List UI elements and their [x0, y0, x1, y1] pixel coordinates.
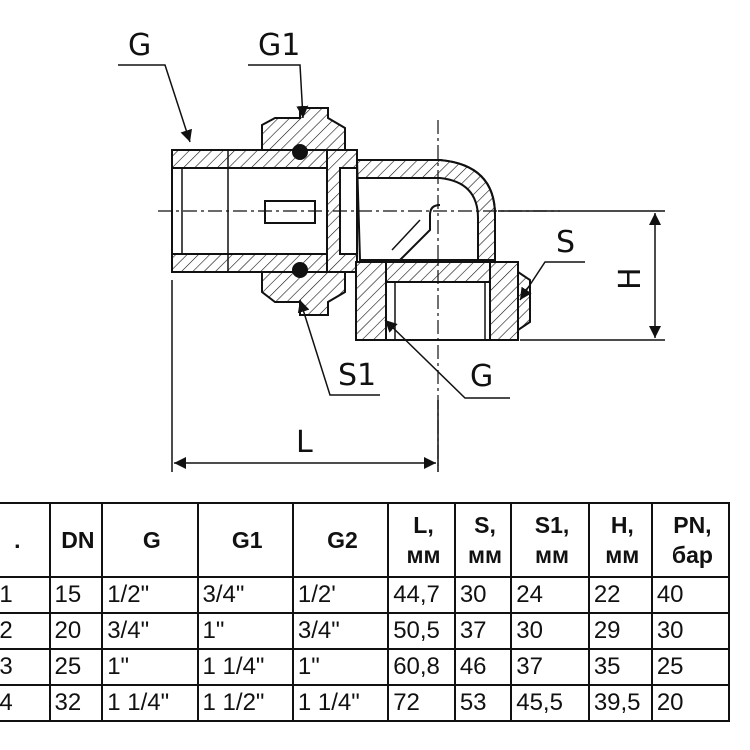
- table-cell: 40: [650, 576, 731, 614]
- label-s1-bottom: S1: [338, 358, 376, 393]
- table-cell: 3/4": [196, 576, 294, 614]
- table-cell: 20: [650, 684, 731, 722]
- column-header: G: [101, 502, 199, 578]
- table-cell: 30: [510, 612, 590, 650]
- table-cell: 25: [650, 648, 731, 686]
- label-h-dim: H: [613, 267, 648, 290]
- column-header: DN: [48, 502, 104, 578]
- table-cell: 25: [48, 648, 104, 686]
- table-cell: 37: [453, 612, 513, 650]
- table-body: 01151/2"3/4"1/2'44,73024224002203/4"1"3/…: [0, 576, 731, 722]
- column-header-unit: мм: [468, 542, 503, 568]
- table-cell: 29: [587, 612, 653, 650]
- table-cell: 1/2': [291, 576, 390, 614]
- column-header: S, мм: [453, 502, 513, 578]
- fitting-body: [171, 107, 531, 341]
- table-cell: 3/4": [101, 612, 199, 650]
- column-header: L, мм: [387, 502, 456, 578]
- column-header-unit: мм: [535, 542, 570, 568]
- column-header-unit: мм: [406, 542, 441, 568]
- label-l-dim: L: [296, 425, 313, 460]
- table-cell: 53: [453, 684, 513, 722]
- column-header-label: L,: [413, 512, 434, 538]
- dimension-lines: [171, 210, 665, 472]
- table-header-row: . DN G G1 G2 L, мм S, мм S1, мм H, мм PN, бар: [0, 502, 731, 578]
- table-cell: 20: [48, 612, 104, 650]
- table-cell: 01: [0, 576, 51, 614]
- label-g-top: G: [128, 28, 151, 63]
- table-cell: 39,5: [587, 684, 653, 722]
- table-cell: 1": [196, 612, 294, 650]
- column-header-label: S1,: [534, 512, 570, 538]
- table-cell: 1/2": [101, 576, 199, 614]
- column-header-label: G: [142, 527, 161, 553]
- table-cell: 46: [453, 648, 513, 686]
- column-header-unit: мм: [605, 542, 640, 568]
- table-cell: 50,5: [387, 612, 456, 650]
- table-cell: 30: [650, 612, 731, 650]
- fitting-drawing: G G1 S H S1 G L: [118, 28, 665, 472]
- label-g1-top: G1: [258, 28, 300, 63]
- table-cell: 45,5: [510, 684, 590, 722]
- center-lines: [158, 120, 560, 470]
- table-cell: 1": [291, 648, 390, 686]
- leader-lines: [118, 64, 585, 399]
- table-cell: 1 1/4": [291, 684, 390, 722]
- column-header: PN, бар: [650, 502, 731, 578]
- column-header-label: .: [14, 527, 21, 553]
- table-cell: 03: [0, 648, 51, 686]
- column-header-label: DN: [61, 527, 95, 553]
- column-header-unit: бар: [671, 542, 713, 568]
- label-g-bottom: G: [470, 359, 493, 394]
- table-cell: 22: [587, 576, 653, 614]
- column-header: S1, мм: [510, 502, 590, 578]
- table-cell: 60,8: [387, 648, 456, 686]
- table-cell: 30: [453, 576, 513, 614]
- column-header-label: H,: [610, 512, 634, 538]
- table-cell: 32: [48, 684, 104, 722]
- label-s-right: S: [556, 225, 575, 260]
- drawing-labels: G G1 S H S1 G L: [128, 28, 648, 460]
- column-header-label: G2: [327, 527, 358, 553]
- table-cell: 1": [101, 648, 199, 686]
- table-cell: 24: [510, 576, 590, 614]
- table-cell: 3/4": [291, 612, 390, 650]
- column-header: .: [0, 502, 51, 578]
- table-cell: 1 1/4": [196, 648, 294, 686]
- column-header: G1: [196, 502, 294, 578]
- column-header: H, мм: [587, 502, 653, 578]
- specification-table: . DN G G1 G2 L, мм S, мм S1, мм H, мм PN, бар 01151/2"…: [0, 502, 731, 722]
- table-cell: 44,7: [387, 576, 456, 614]
- column-header-label: G1: [231, 527, 263, 553]
- column-header: G2: [291, 502, 390, 578]
- table-cell: 37: [510, 648, 590, 686]
- table-cell: 04: [0, 684, 51, 722]
- table-cell: 72: [387, 684, 456, 722]
- table-cell: 15: [48, 576, 104, 614]
- column-header-label: S,: [474, 512, 496, 538]
- table-cell: 02: [0, 612, 51, 650]
- table-cell: 1 1/2": [196, 684, 294, 722]
- table-cell: 35: [587, 648, 653, 686]
- table-cell: 1 1/4": [101, 684, 199, 722]
- column-header-label: PN,: [673, 512, 712, 538]
